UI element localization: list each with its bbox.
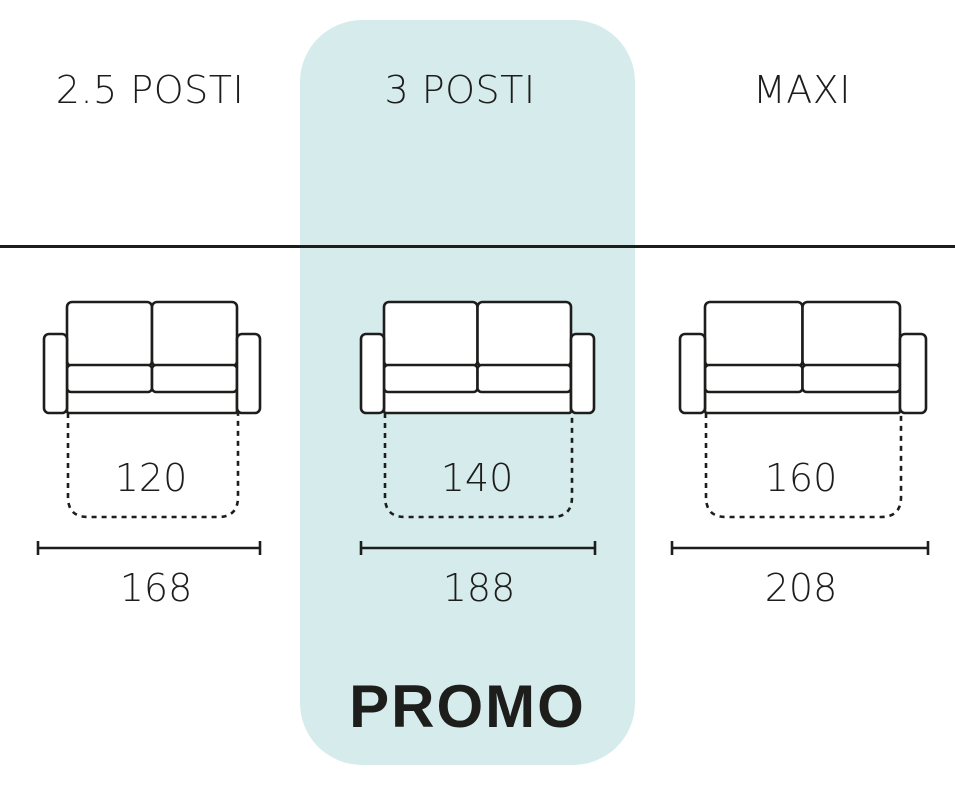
sofa-bed-outline [383, 413, 574, 519]
sofa-base [65, 388, 239, 415]
sofa-armrest-left [678, 332, 707, 415]
total-width-maxi: 208 [764, 566, 838, 610]
sofa-seat-cushion [703, 363, 804, 394]
sofa-armrest-left [359, 332, 386, 415]
sofa-bed-outline [704, 413, 903, 519]
model-title-3-posti: 3 POSTI [384, 68, 536, 112]
sofa-base [382, 388, 573, 415]
model-title-maxi: MAXI [752, 68, 852, 112]
sofa-seat-cushion [382, 363, 479, 394]
sofa-bed-outline [66, 413, 240, 519]
model-title-2-5-posti: 2.5 POSTI [55, 68, 245, 112]
sofa-armrest-right [235, 332, 262, 415]
promo-label: PROMO [349, 673, 586, 740]
inner-width-maxi: 160 [764, 456, 838, 500]
sofa-back-cushion [150, 300, 239, 368]
sofa-back-cushion [801, 300, 902, 368]
sofa-seat-cushion [476, 363, 573, 394]
sofa-base [703, 388, 902, 415]
sofa-back-cushion [382, 300, 479, 368]
sofa-back-cushion [703, 300, 804, 368]
sofa-back-cushion [65, 300, 154, 368]
sofa-seat-cushion [65, 363, 154, 394]
sofa-seat-cushion [150, 363, 239, 394]
total-width-3-posti: 188 [442, 566, 516, 610]
sofa-armrest-right [898, 332, 928, 415]
inner-width-2-5-posti: 120 [114, 456, 188, 500]
sofa-back-cushion [476, 300, 573, 368]
sofa-armrest-left [42, 332, 69, 415]
sofa-seat-cushion [801, 363, 902, 394]
sofa-armrest-right [569, 332, 596, 415]
inner-width-3-posti: 140 [440, 456, 514, 500]
total-width-2-5-posti: 168 [119, 566, 193, 610]
divider-line [0, 245, 955, 248]
